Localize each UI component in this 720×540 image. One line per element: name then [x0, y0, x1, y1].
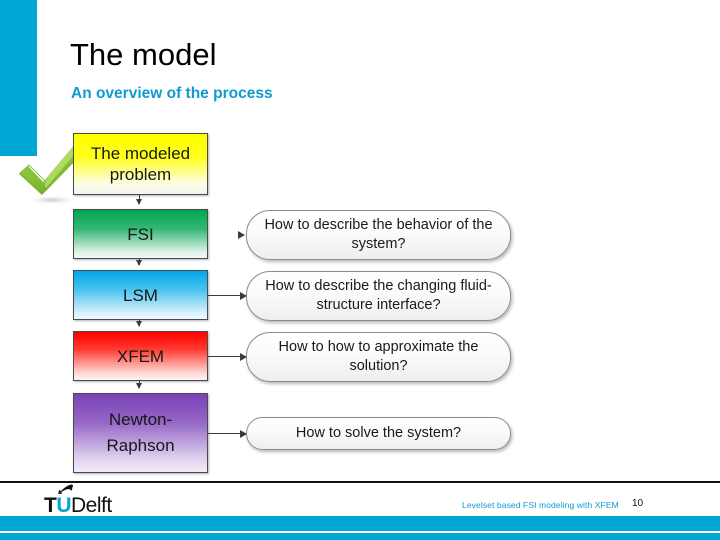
accent-bar: [0, 0, 37, 156]
connector-arrow-right-xfem: [208, 352, 247, 361]
callout-lsm[interactable]: How to describe the changing fluid-struc…: [246, 271, 511, 321]
flow-box-modeled-problem[interactable]: The modeled problem: [73, 133, 208, 195]
flow-box-label: LSM: [123, 285, 158, 305]
footer-divider: [0, 481, 720, 483]
connector-arrow-right-fsi: [236, 230, 245, 239]
connector-arrow-right-lsm: [208, 291, 247, 300]
connector-arrow-down-4: [136, 381, 142, 389]
footer-band-separator: [0, 531, 720, 533]
connector-arrow-down-2: [136, 259, 142, 266]
flow-box-lsm[interactable]: LSM: [73, 270, 208, 320]
callout-newton-raphson[interactable]: How to solve the system?: [246, 417, 511, 450]
connector-arrow-down-1: [136, 195, 142, 205]
flow-box-xfem[interactable]: XFEM: [73, 331, 208, 381]
flow-box-label: The modeled problem: [90, 144, 191, 184]
flow-box-label: FSI: [127, 224, 154, 244]
page-number: 10: [632, 498, 644, 509]
flow-box-label: XFEM: [116, 346, 165, 366]
connector-arrow-down-3: [136, 320, 142, 327]
flow-box-label: Newton-Raphson: [106, 410, 175, 455]
logo-letter-u: U: [56, 494, 71, 517]
page-title: The model: [70, 37, 217, 72]
flow-box-newton-raphson[interactable]: Newton-Raphson: [73, 393, 208, 473]
flow-box-fsi[interactable]: FSI: [73, 209, 208, 259]
callout-label: How to how to approximate the solution?: [278, 339, 479, 374]
callout-fsi[interactable]: How to describe the behavior of the syst…: [246, 210, 511, 260]
footer-note: Levelset based FSI modeling with XFEM: [462, 500, 619, 510]
tudelft-flame-icon: [58, 484, 74, 494]
tudelft-logo: TUDelft: [44, 495, 112, 517]
callout-label: How to describe the behavior of the syst…: [264, 217, 493, 252]
footer-band: [0, 516, 720, 540]
callout-label: How to describe the changing fluid-struc…: [265, 278, 492, 313]
logo-letter-t: T: [44, 494, 57, 517]
callout-xfem[interactable]: How to how to approximate the solution?: [246, 332, 511, 382]
logo-word-delft: Delft: [71, 494, 112, 517]
callout-label: How to solve the system?: [295, 425, 462, 441]
page-subtitle: An overview of the process: [71, 85, 273, 102]
connector-arrow-right-newton: [208, 429, 247, 438]
